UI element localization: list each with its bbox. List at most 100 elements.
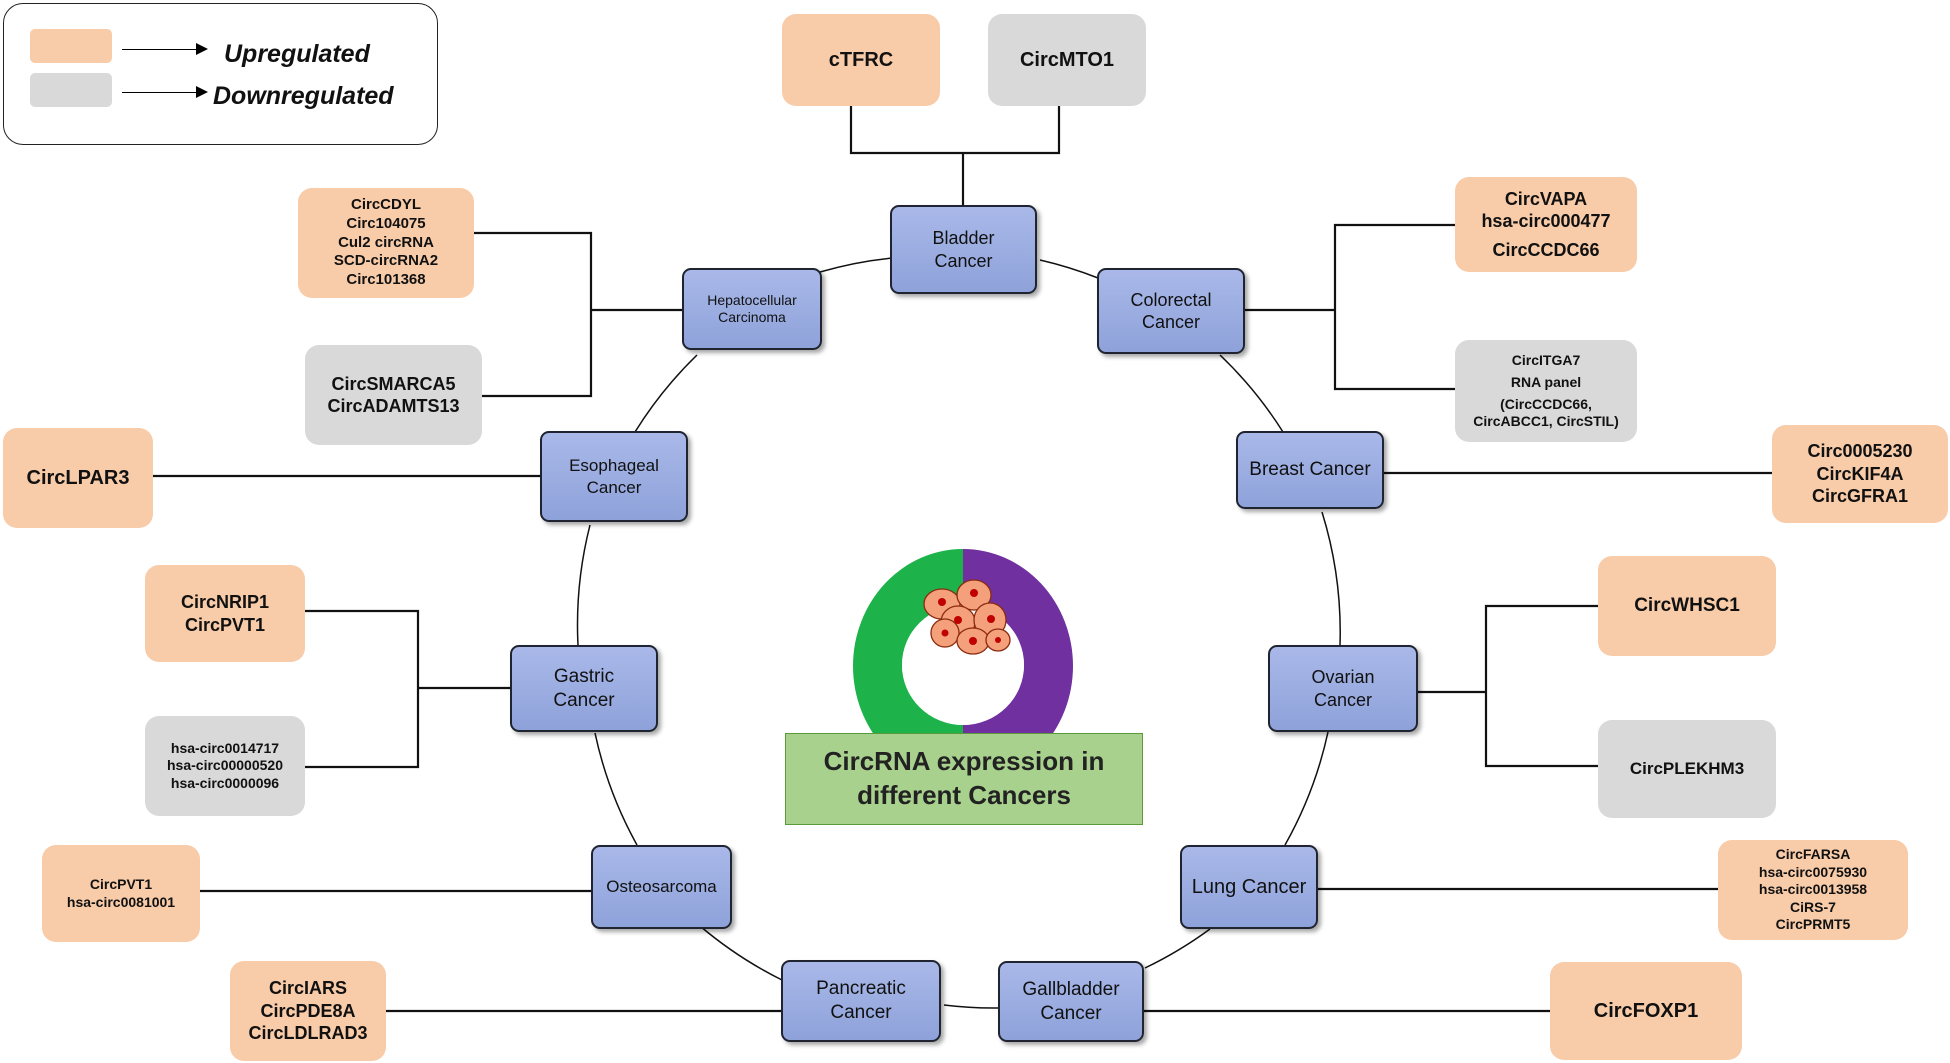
circrna-box-bladder-down: CircMTO1 (988, 14, 1146, 106)
circrna-name: CircCDYL (350, 196, 421, 214)
node-label: Gallbladder (1022, 978, 1120, 1000)
node-gastric-cancer: Gastric Cancer (510, 645, 658, 732)
circrna-name: CircMTO1 (1019, 48, 1115, 71)
circrna-name: CircFOXP1 (1593, 999, 1699, 1022)
node-label: Cancer (586, 477, 642, 497)
legend: Upregulated Downregulated (3, 3, 438, 145)
circrna-name: (CircCCDC66, (1500, 395, 1592, 412)
circrna-name: CircPRMT5 (1775, 916, 1851, 933)
circrna-name: Cul2 circRNA (338, 233, 434, 251)
circrna-box-ovarian-down: CircPLEKHM3 (1598, 720, 1776, 818)
connector-lines (153, 106, 1772, 1013)
node-label: Esophageal (569, 456, 659, 476)
circrna-name: CircIARS (268, 978, 348, 999)
node-hepatocellular-carcinoma: Hepatocellular Carcinoma (682, 268, 822, 350)
legend-label-upregulated: Upregulated (224, 40, 370, 68)
circrna-name: hsa-circ00000520 (167, 757, 283, 774)
circrna-name: CircPDE8A (260, 1000, 356, 1021)
circrna-name: hsa-circ0081001 (66, 893, 176, 910)
ring-segment-osteosarcoma-gastric (594, 732, 638, 846)
node-label: Hepatocellular (707, 291, 797, 308)
node-label: Cancer (1040, 1002, 1102, 1024)
node-label: Cancer (1141, 312, 1201, 332)
center-title-line2: different Cancers (857, 780, 1071, 810)
node-osteosarcoma: Osteosarcoma (591, 845, 732, 929)
node-gallbladder-cancer: Gallbladder Cancer (998, 961, 1144, 1042)
ring-segment-ovarian-lung (1284, 731, 1329, 846)
legend-arrow-icon (122, 86, 208, 98)
ring-segment-lung-gallbladder (1144, 928, 1211, 969)
circrna-box-colorectal-down: CircITGA7 RNA panel (CircCCDC66, CircABC… (1455, 340, 1637, 442)
ring-segment-bladder-colorectal (1039, 259, 1099, 279)
circrna-name: CircVAPA (1504, 188, 1588, 209)
circrna-name: CircKIF4A (1816, 463, 1904, 484)
node-label: Cancer (553, 689, 615, 711)
node-label: Carcinoma (718, 309, 786, 325)
circrna-box-osteosarcoma-up: CircPVT1 hsa-circ0081001 (42, 845, 200, 942)
circrna-name: hsa-circ0075930 (1758, 863, 1868, 880)
circrna-name: CircLDLRAD3 (248, 1023, 368, 1044)
circrna-box-bladder-up: cTFRC (782, 14, 940, 106)
circrna-box-hepatocellular-down: CircSMARCA5 CircADAMTS13 (305, 345, 482, 445)
node-breast-cancer: Breast Cancer (1236, 431, 1384, 509)
circrna-name: Circ0005230 (1807, 441, 1913, 462)
legend-arrow-icon (122, 43, 208, 55)
node-label: Cancer (1313, 689, 1373, 710)
node-bladder-cancer: Bladder Cancer (890, 205, 1037, 294)
node-label: Gastric (553, 665, 615, 687)
circrna-box-gallbladder-up: CircFOXP1 (1550, 962, 1742, 1060)
legend-swatch-upregulated (30, 29, 112, 63)
circrna-name: CircADAMTS13 (327, 396, 460, 416)
ring-segment-gallbladder-pancreatic (943, 1004, 999, 1009)
node-label: Lung Cancer (1191, 875, 1307, 898)
circrna-name: CircPVT1 (184, 614, 266, 635)
node-lung-cancer: Lung Cancer (1180, 845, 1318, 929)
circrna-name: CircGFRA1 (1811, 486, 1909, 507)
ring-segment-pancreatic-osteosarcoma (699, 925, 783, 981)
connector-hcc (474, 231, 593, 398)
circrna-box-gastric-down: hsa-circ0014717 hsa-circ00000520 hsa-cir… (145, 716, 305, 816)
circrna-name: CircNRIP1 (180, 592, 270, 612)
node-label: Cancer (934, 250, 993, 271)
circrna-box-pancreatic-up: CircIARS CircPDE8A CircLDLRAD3 (230, 961, 386, 1061)
circrna-name: CircPVT1 (89, 876, 153, 892)
circrna-name: RNA panel (1510, 374, 1582, 390)
node-label: Cancer (830, 1002, 892, 1023)
circrna-name: CircITGA7 (1511, 351, 1581, 368)
circrna-box-breast-up: Circ0005230 CircKIF4A CircGFRA1 (1772, 425, 1948, 523)
ring-segments (576, 257, 1341, 1009)
node-ovarian-cancer: Ovarian Cancer (1268, 645, 1418, 732)
connector-bladder (849, 106, 1061, 155)
node-pancreatic-cancer: Pancreatic Cancer (781, 960, 941, 1042)
center-title: CircRNA expression in different Cancers (785, 733, 1143, 825)
ring-segment-breast-ovarian (1321, 511, 1341, 646)
ring-segment-hcc-bladder (819, 257, 893, 273)
connector-gastric (305, 609, 420, 769)
circrna-name: CircPLEKHM3 (1629, 759, 1745, 779)
legend-swatch-downregulated (30, 73, 112, 107)
node-label: Breast Cancer (1249, 459, 1371, 481)
circrna-box-lung-up: CircFARSA hsa-circ0075930 hsa-circ001395… (1718, 840, 1908, 940)
ring-segment-gastric-esophageal (576, 524, 591, 646)
center-cell-graphic (853, 549, 1073, 783)
circrna-name: hsa-circ000477 (1481, 211, 1611, 232)
circrna-name: CiRS-7 (1790, 898, 1836, 915)
node-label: Colorectal (1130, 289, 1212, 310)
circrna-name: hsa-circ0000096 (170, 774, 280, 791)
circrna-name: CircFARSA (1775, 846, 1851, 863)
node-label: Osteosarcoma (606, 877, 717, 897)
circrna-box-colorectal-up: CircVAPA hsa-circ000477 CircCCDC66 (1455, 177, 1637, 272)
cancer-cells-icon (923, 579, 1011, 655)
circrna-name: CircWHSC1 (1634, 595, 1740, 617)
node-colorectal-cancer: Colorectal Cancer (1097, 268, 1245, 354)
node-esophageal-cancer: Esophageal Cancer (540, 431, 688, 522)
node-label: Pancreatic (816, 978, 906, 1000)
circrna-box-esophageal-up: CircLPAR3 (3, 428, 153, 528)
center-title-line1: CircRNA expression in (823, 746, 1105, 777)
circrna-name: Circ101368 (346, 271, 426, 289)
circrna-name: CircLPAR3 (26, 466, 130, 489)
circrna-name: cTFRC (828, 48, 894, 71)
circrna-name: Circ104075 (346, 214, 426, 232)
